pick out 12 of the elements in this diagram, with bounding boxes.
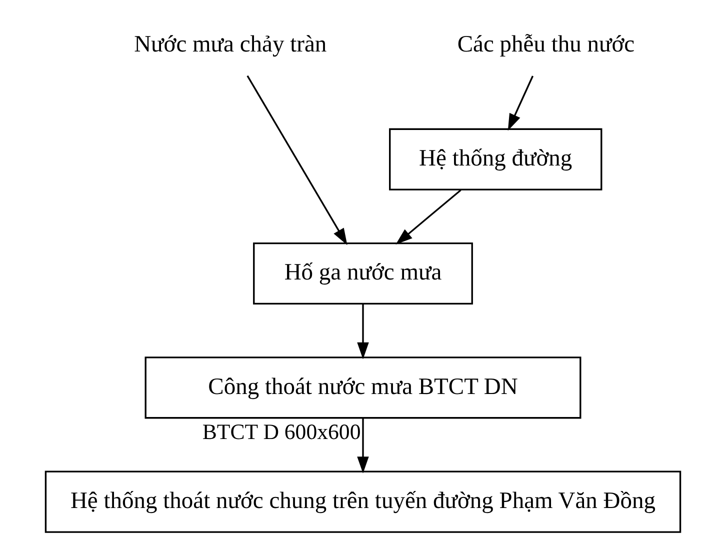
arrow [246,75,348,246]
arrow [396,189,462,245]
node-text: Các phễu thu nước [457,31,635,58]
node-text: Nước mưa chảy tràn [134,31,327,58]
edge-label: BTCT D 600x600 [202,420,361,444]
arrow [357,418,369,474]
arrow [357,304,369,360]
node-box: Công thoát nước mưa BTCT DN [144,356,582,419]
node-box: Hệ thống đường [389,128,602,190]
node-box: Hố ga nước mưa [253,242,473,305]
arrow [508,76,534,131]
node-box: Hệ thống thoát nước chung trên tuyến đường Phạm Văn Đồng [44,470,682,533]
